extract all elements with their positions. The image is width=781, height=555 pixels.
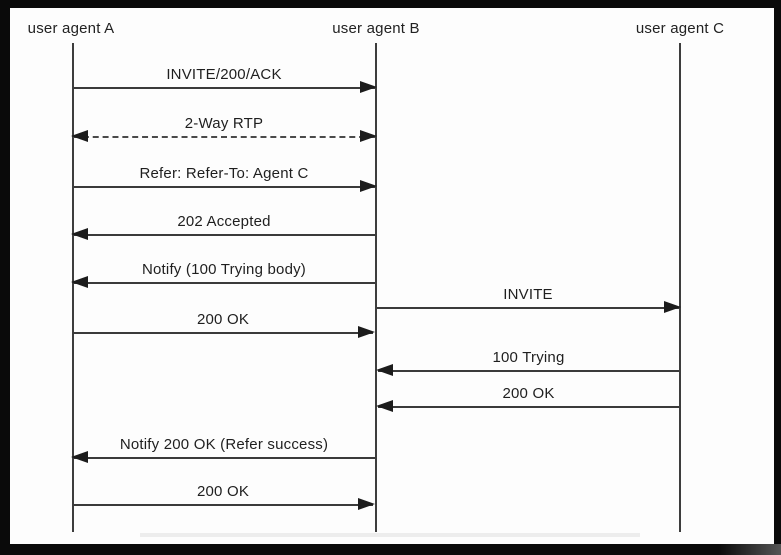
message-label: INVITE/200/ACK	[166, 66, 282, 83]
actor-label-user-agent-b: user agent B	[332, 20, 420, 37]
arrow-line	[73, 186, 375, 188]
arrow-line	[73, 332, 373, 334]
arrow-line	[73, 234, 375, 236]
arrowhead-right-icon	[360, 81, 377, 93]
message-label: Notify 200 OK (Refer success)	[119, 436, 329, 453]
frame-left-edge	[0, 0, 10, 555]
arrowhead-left-icon	[71, 451, 88, 463]
message-label: 202 Accepted	[177, 213, 271, 230]
lifeline-user-agent-c	[679, 43, 681, 532]
frame-bottom-edge	[0, 544, 781, 555]
actor-label-user-agent-a: user agent A	[27, 20, 115, 37]
message-label: 100 Trying	[492, 349, 565, 366]
arrowhead-right-icon	[358, 498, 375, 510]
message-label: INVITE	[503, 286, 553, 303]
message-label: Refer: Refer-To: Agent C	[139, 165, 309, 182]
message-label: Notify (100 Trying body)	[141, 261, 307, 278]
message-label: 2-Way RTP	[184, 115, 264, 132]
arrowhead-left-icon	[71, 276, 88, 288]
arrow-line	[73, 457, 375, 459]
arrowhead-left-icon	[376, 364, 393, 376]
message-label: 200 OK	[196, 483, 250, 500]
arrow-line	[73, 87, 375, 89]
message-label: 200 OK	[502, 385, 555, 402]
frame-right-edge	[774, 0, 781, 555]
arrow-line-dashed	[73, 136, 375, 138]
scan-artifact	[140, 533, 640, 537]
arrow-line	[73, 504, 373, 506]
arrow-line	[377, 307, 679, 309]
arrowhead-right-icon	[360, 180, 377, 192]
arrowhead-left-icon	[376, 400, 393, 412]
arrowhead-right-icon	[664, 301, 681, 313]
lifeline-user-agent-b	[375, 43, 377, 532]
arrow-line	[378, 406, 679, 408]
arrowhead-left-icon	[71, 130, 88, 142]
arrow-line	[378, 370, 679, 372]
frame-top-edge	[0, 0, 781, 8]
arrowhead-right-icon	[358, 326, 375, 338]
message-label: 200 OK	[196, 311, 250, 328]
actor-label-user-agent-c: user agent C	[635, 20, 725, 37]
arrowhead-left-icon	[71, 228, 88, 240]
arrowhead-right-icon	[360, 130, 377, 142]
arrow-line	[73, 282, 375, 284]
